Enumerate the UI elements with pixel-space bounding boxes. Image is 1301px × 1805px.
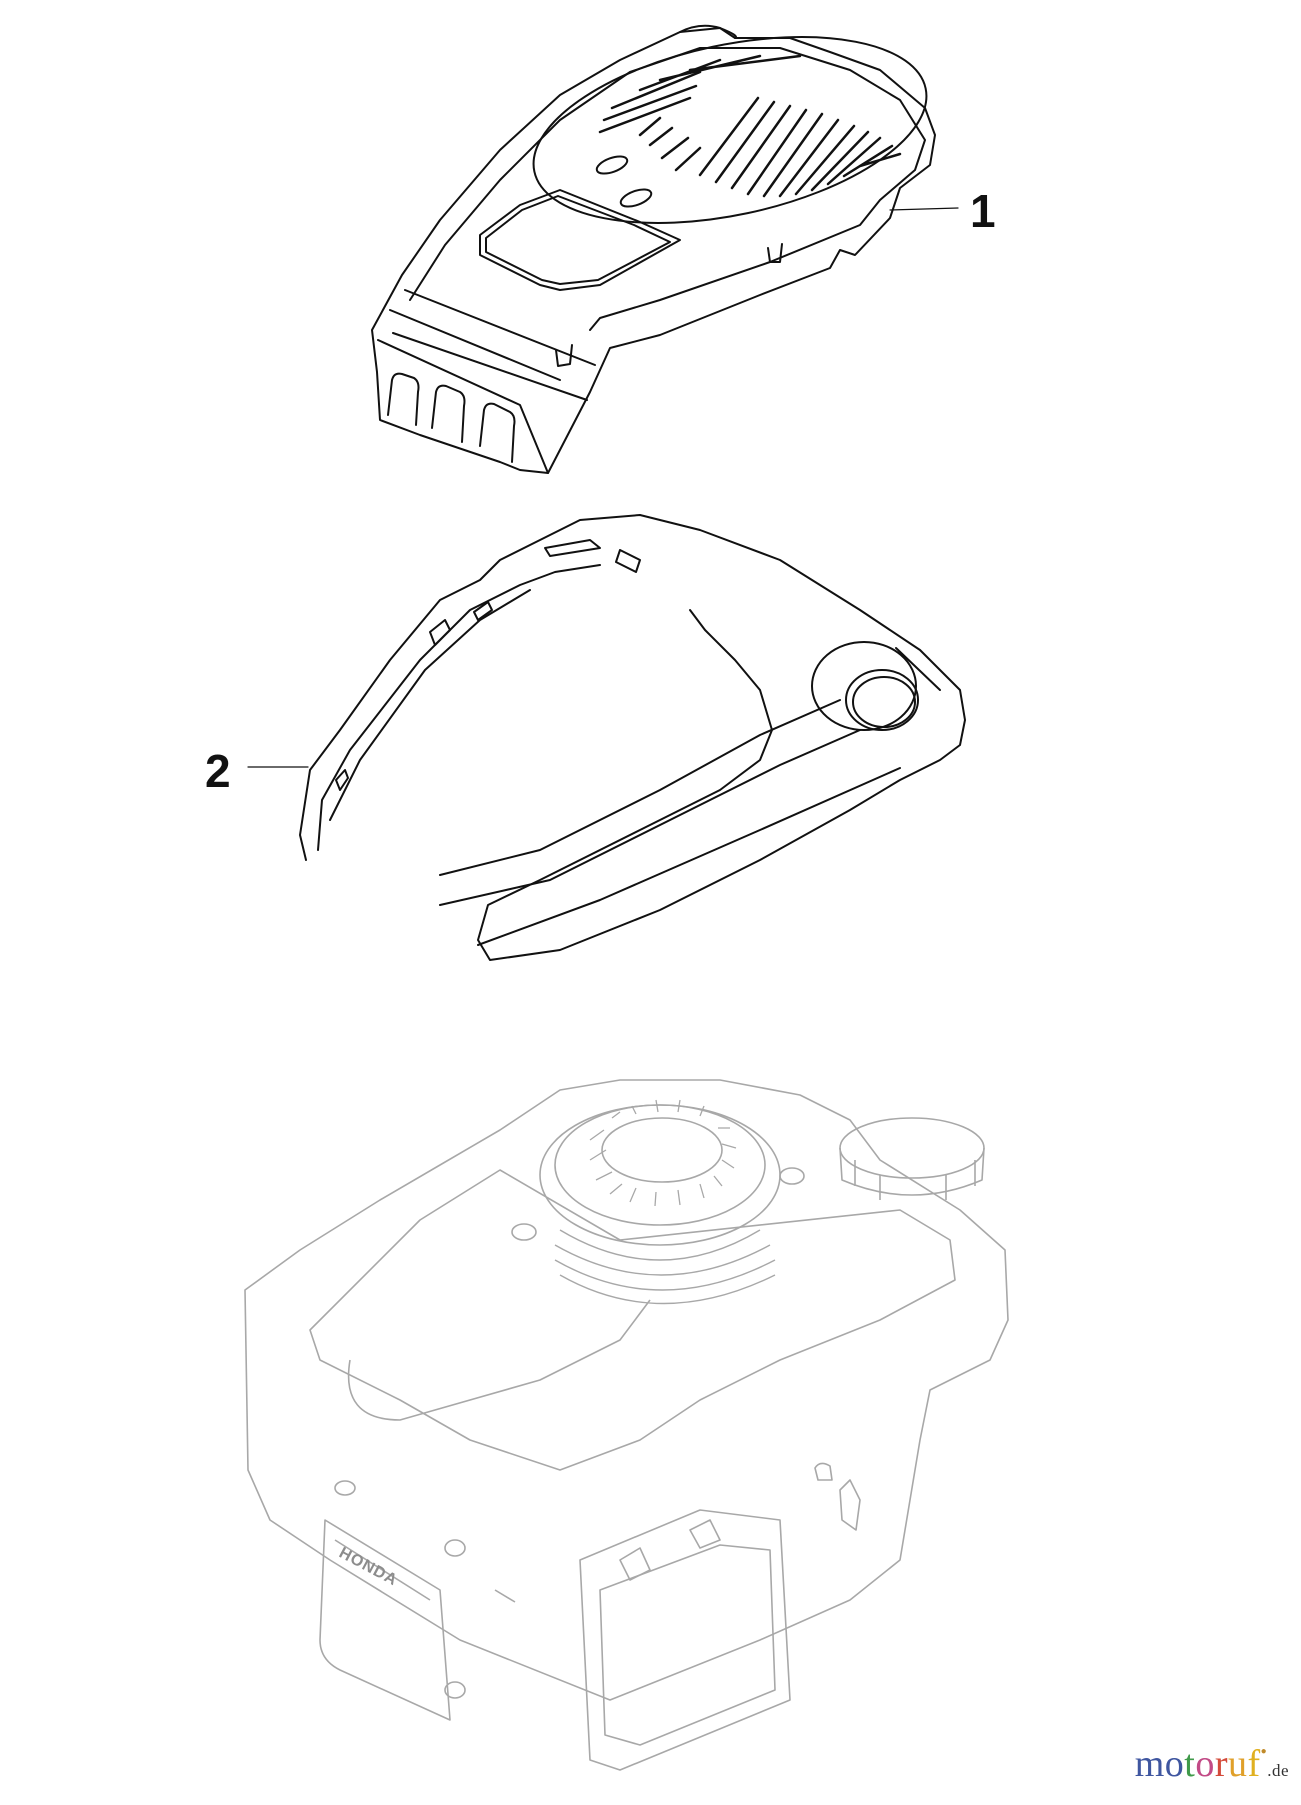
watermark-letter: t [1184, 1743, 1196, 1785]
callout-label-part-2[interactable]: 2 [205, 745, 231, 797]
watermark-letter: r [1214, 1743, 1228, 1785]
watermark-letter: f [1247, 1743, 1261, 1785]
watermark-tld: .de [1267, 1761, 1289, 1780]
leader-line-1 [889, 207, 959, 211]
watermark-letter: o [1164, 1743, 1185, 1785]
watermark-letter: u [1228, 1743, 1248, 1785]
part-1-top-cover[interactable] [371, 5, 959, 474]
watermark-letter: m [1134, 1743, 1165, 1785]
callout-label-part-1[interactable]: 1 [970, 185, 996, 237]
part-2-lower-shroud[interactable] [247, 514, 966, 961]
watermark-logo: motoruf● .de [1135, 1742, 1289, 1786]
engine-reference [244, 1079, 1009, 1771]
watermark-dot-icon: ● [1260, 1746, 1268, 1757]
watermark-letter: o [1195, 1743, 1215, 1785]
